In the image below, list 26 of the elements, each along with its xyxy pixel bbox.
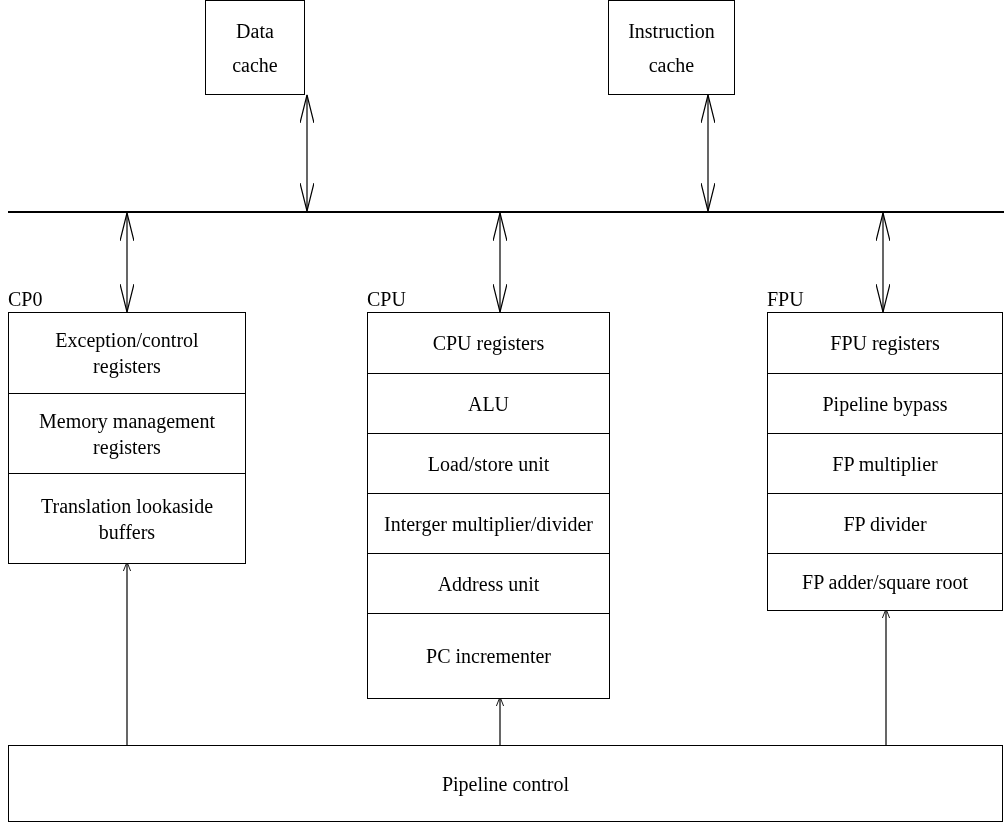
unit-row: Translation lookaside buffers (9, 473, 245, 563)
unit-row: CPU registers (368, 313, 609, 373)
block-box: Instruction cache (608, 0, 735, 95)
unit-row: Address unit (368, 553, 609, 613)
unit-row: FP divider (768, 493, 1002, 553)
unit-row: Exception/control registers (9, 313, 245, 393)
unit-row: FP adder/square root (768, 553, 1002, 610)
unit-row: Load/store unit (368, 433, 609, 493)
block-box: Data cache (205, 0, 305, 95)
unit-row: PC incrementer (368, 613, 609, 698)
unit-row: FPU registers (768, 313, 1002, 373)
arrow (492, 212, 508, 313)
arrow (299, 94, 315, 212)
unit-row: Memory management registers (9, 393, 245, 473)
bus-line (8, 211, 1004, 213)
arrow (119, 212, 135, 313)
arrow (875, 212, 891, 313)
unit-row: Interger multiplier/divider (368, 493, 609, 553)
unit-row: FP multiplier (768, 433, 1002, 493)
unit-heading: CPU (367, 287, 406, 312)
unit-row: Pipeline bypass (768, 373, 1002, 433)
arrow (700, 94, 716, 212)
unit-heading: CP0 (8, 287, 43, 312)
unit-heading: FPU (767, 287, 804, 312)
block-box: Pipeline control (8, 745, 1003, 822)
unit-row: ALU (368, 373, 609, 433)
